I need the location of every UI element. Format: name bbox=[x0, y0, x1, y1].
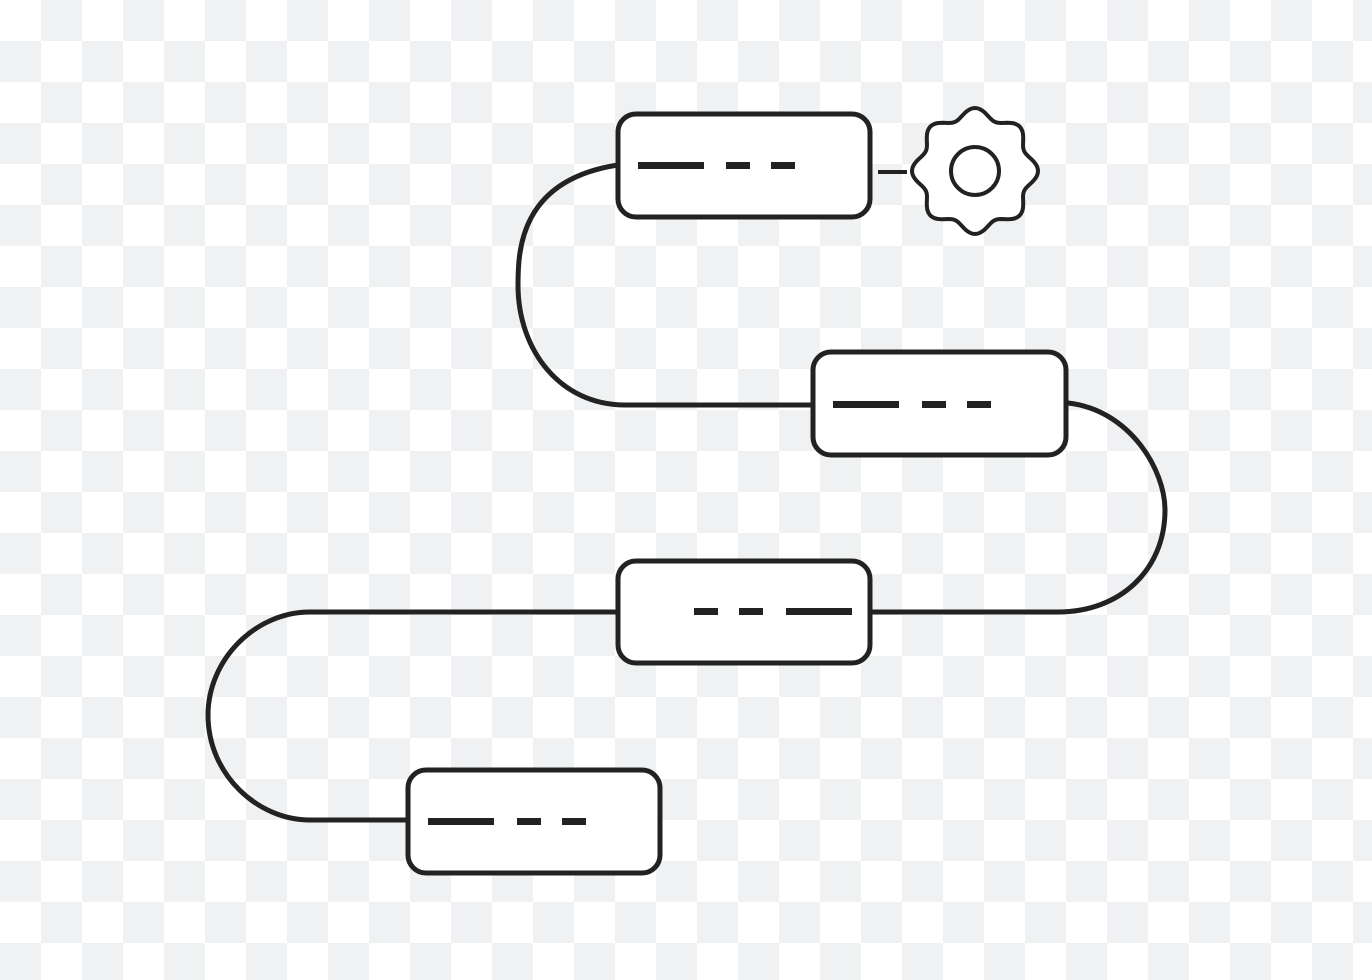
step-box-1 bbox=[615, 111, 873, 220]
step-box-4-text-placeholder bbox=[428, 818, 586, 825]
step-box-2 bbox=[810, 349, 1069, 458]
gear-icon bbox=[909, 105, 1041, 237]
connector-path bbox=[205, 162, 1168, 823]
gear-icon-hub bbox=[949, 145, 1001, 197]
step-box-2-text-placeholder bbox=[833, 401, 991, 408]
step-box-3-text-placeholder bbox=[694, 608, 852, 615]
step-box-4 bbox=[405, 767, 663, 876]
step-box-3 bbox=[615, 558, 873, 666]
step-box-1-text-placeholder bbox=[638, 162, 795, 169]
